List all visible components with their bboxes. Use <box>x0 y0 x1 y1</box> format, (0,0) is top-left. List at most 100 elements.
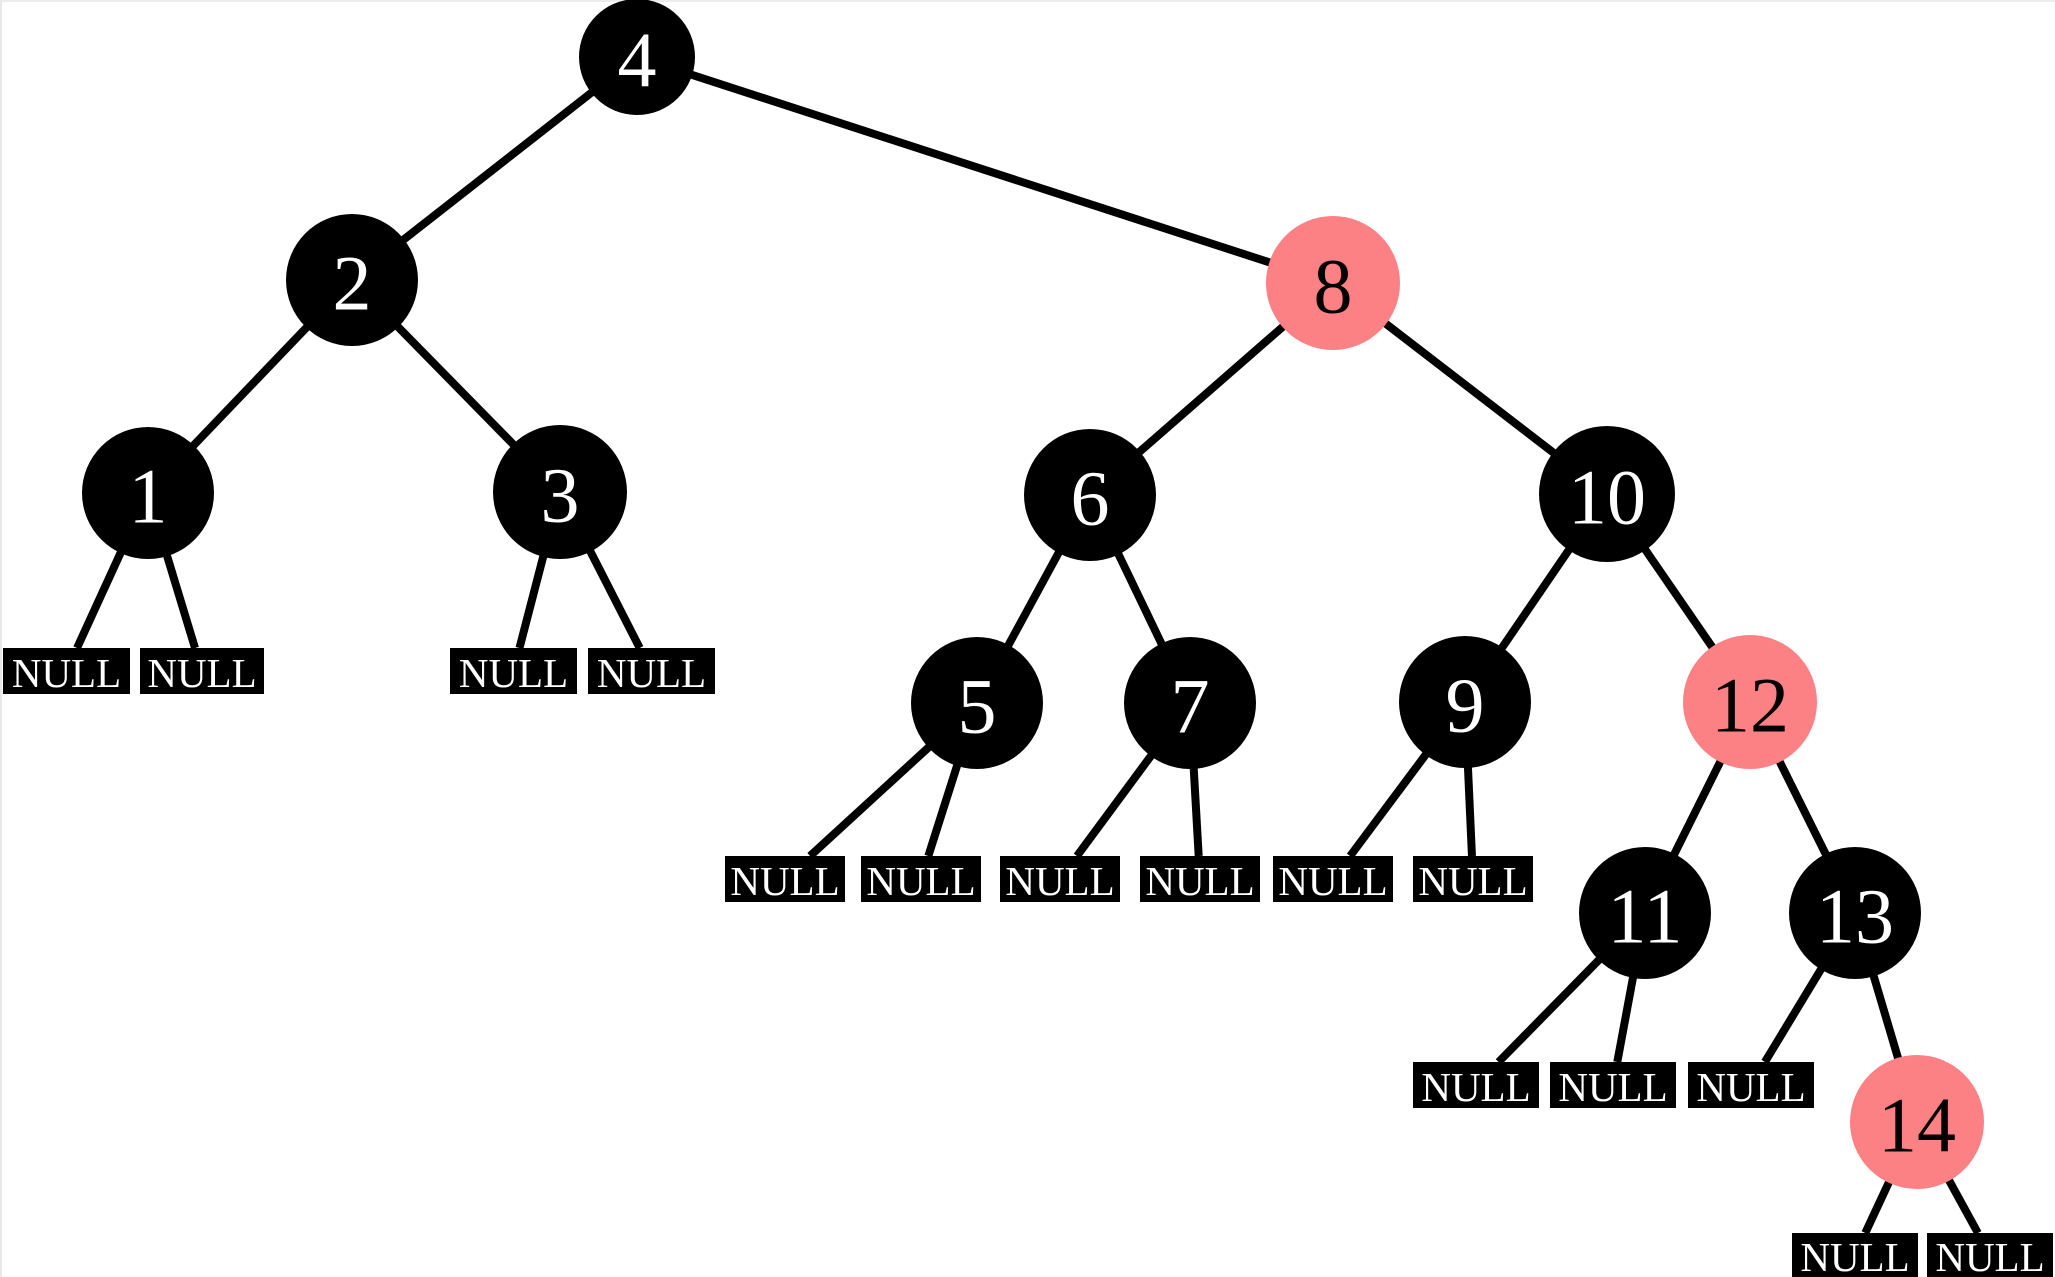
null-leaf-label: NULL <box>730 858 839 904</box>
tree-node-label: 7 <box>1171 663 1210 750</box>
null-leaf-x5: NULL <box>725 856 845 904</box>
null-leaf-label: NULL <box>866 858 975 904</box>
tree-node-12[interactable]: 12 <box>1683 635 1817 769</box>
black-node-circle[interactable] <box>286 214 418 346</box>
tree-node-11[interactable]: 11 <box>1579 847 1711 979</box>
null-leaf-box <box>1273 856 1393 902</box>
tree-node-2[interactable]: 2 <box>286 214 418 346</box>
null-leaf-label: NULL <box>12 650 121 696</box>
tree-node-label: 8 <box>1314 243 1353 330</box>
black-node-circle[interactable] <box>1789 847 1921 979</box>
null-leaf-box <box>1000 856 1120 902</box>
red-node-circle[interactable] <box>1266 216 1400 350</box>
null-leaf-label: NULL <box>1421 1064 1530 1110</box>
null-leaf-x3: NULL <box>450 648 577 696</box>
null-leaf-box <box>1140 856 1260 902</box>
black-node-circle[interactable] <box>1124 637 1256 769</box>
null-leaf-box <box>140 648 264 694</box>
red-node-circle[interactable] <box>1850 1055 1984 1189</box>
tree-edge-n11-to-x11 <box>1495 955 1603 1065</box>
tree-edge-n5-to-x6 <box>924 762 962 858</box>
tree-edge-n7-to-x8 <box>1189 766 1203 857</box>
tree-node-label: 9 <box>1446 662 1485 749</box>
red-node-circle[interactable] <box>1683 635 1817 769</box>
tree-edge-n5-to-x5 <box>807 743 933 859</box>
tree-node-label: 4 <box>618 17 657 104</box>
tree-edge-n9-to-x9 <box>1346 750 1430 859</box>
null-leaf-x9: NULL <box>1273 856 1393 904</box>
tree-node-7[interactable]: 7 <box>1124 637 1256 769</box>
tree-node-5[interactable]: 5 <box>911 637 1043 769</box>
null-leaf-box <box>1927 1233 2053 1277</box>
null-leaf-box <box>450 648 577 694</box>
tree-edge-n1-to-x2 <box>162 553 199 650</box>
null-leaf-label: NULL <box>1558 1064 1667 1110</box>
tree-edge-n2-to-n1 <box>189 323 311 450</box>
tree-node-3[interactable]: 3 <box>493 425 627 559</box>
tree-node-4[interactable]: 4 <box>579 0 695 115</box>
tree-node-label: 5 <box>958 663 997 750</box>
tree-edge-n12-to-n13 <box>1775 758 1831 858</box>
black-node-circle[interactable] <box>1399 636 1531 768</box>
tree-node-label: 12 <box>1711 662 1789 749</box>
null-leaf-x1: NULL <box>3 648 130 696</box>
black-node-circle[interactable] <box>1539 426 1675 562</box>
tree-edge-n1-to-x1 <box>73 549 125 650</box>
null-leaf-label: NULL <box>1800 1234 1909 1277</box>
null-leaf-label: NULL <box>1696 1064 1805 1110</box>
black-node-circle[interactable] <box>82 427 214 559</box>
tree-edge-n13-to-x13 <box>1761 965 1826 1065</box>
tree-edge-n6-to-n5 <box>1004 549 1063 649</box>
null-leaves-layer: NULL NULL NULL NULL NULL NULL NULL NULL NULL NULL… <box>3 648 2053 1277</box>
tree-node-label: 14 <box>1878 1082 1956 1169</box>
edges-layer <box>73 70 1982 1235</box>
tree-edge-n3-to-x3 <box>515 553 548 650</box>
tree-node-label: 13 <box>1816 873 1894 960</box>
black-node-circle[interactable] <box>1024 429 1156 561</box>
tree-node-13[interactable]: 13 <box>1789 847 1921 979</box>
null-leaf-box <box>1688 1062 1814 1108</box>
tree-edge-n9-to-x10 <box>1463 765 1476 857</box>
null-leaf-label: NULL <box>147 650 256 696</box>
black-node-circle[interactable] <box>579 0 695 115</box>
tree-edge-n11-to-x12 <box>1613 975 1638 1063</box>
tree-edge-n10-to-n9 <box>1497 546 1574 652</box>
tree-node-10[interactable]: 10 <box>1539 426 1675 562</box>
tree-node-8[interactable]: 8 <box>1266 216 1400 350</box>
null-leaf-box <box>1550 1062 1676 1108</box>
null-leaf-label: NULL <box>1418 858 1527 904</box>
canvas-left-border <box>0 0 2 1277</box>
tree-edge-n13-to-n14 <box>1869 973 1903 1061</box>
null-leaf-x10: NULL <box>1413 856 1533 904</box>
tree-node-1[interactable]: 1 <box>82 427 214 559</box>
black-node-circle[interactable] <box>911 637 1043 769</box>
null-leaf-x4: NULL <box>588 648 715 696</box>
null-leaf-box <box>588 648 715 694</box>
tree-node-label: 2 <box>333 240 372 327</box>
null-leaf-box <box>1792 1233 1918 1277</box>
null-leaf-label: NULL <box>459 650 568 696</box>
tree-edge-n10-to-n12 <box>1641 546 1717 651</box>
null-leaf-x7: NULL <box>1000 856 1120 904</box>
null-leaf-box <box>725 856 845 902</box>
tree-edge-n2-to-n3 <box>393 322 518 449</box>
tree-node-6[interactable]: 6 <box>1024 429 1156 561</box>
null-leaf-label: NULL <box>1145 858 1254 904</box>
tree-node-9[interactable]: 9 <box>1399 636 1531 768</box>
tree-node-label: 3 <box>541 452 580 539</box>
tree-edge-n4-to-n2 <box>399 88 596 244</box>
tree-node-14[interactable]: 14 <box>1850 1055 1984 1189</box>
tree-edge-n14-to-x15 <box>1944 1177 1982 1235</box>
black-node-circle[interactable] <box>1579 847 1711 979</box>
null-leaf-x14: NULL <box>1792 1233 1918 1277</box>
null-leaf-label: NULL <box>1935 1234 2044 1277</box>
tree-node-label: 1 <box>129 453 168 540</box>
null-leaf-x8: NULL <box>1140 856 1260 904</box>
black-node-circle[interactable] <box>493 425 627 559</box>
null-leaf-label: NULL <box>1005 858 1114 904</box>
null-leaf-x2: NULL <box>140 648 264 696</box>
null-leaf-box <box>3 648 130 694</box>
